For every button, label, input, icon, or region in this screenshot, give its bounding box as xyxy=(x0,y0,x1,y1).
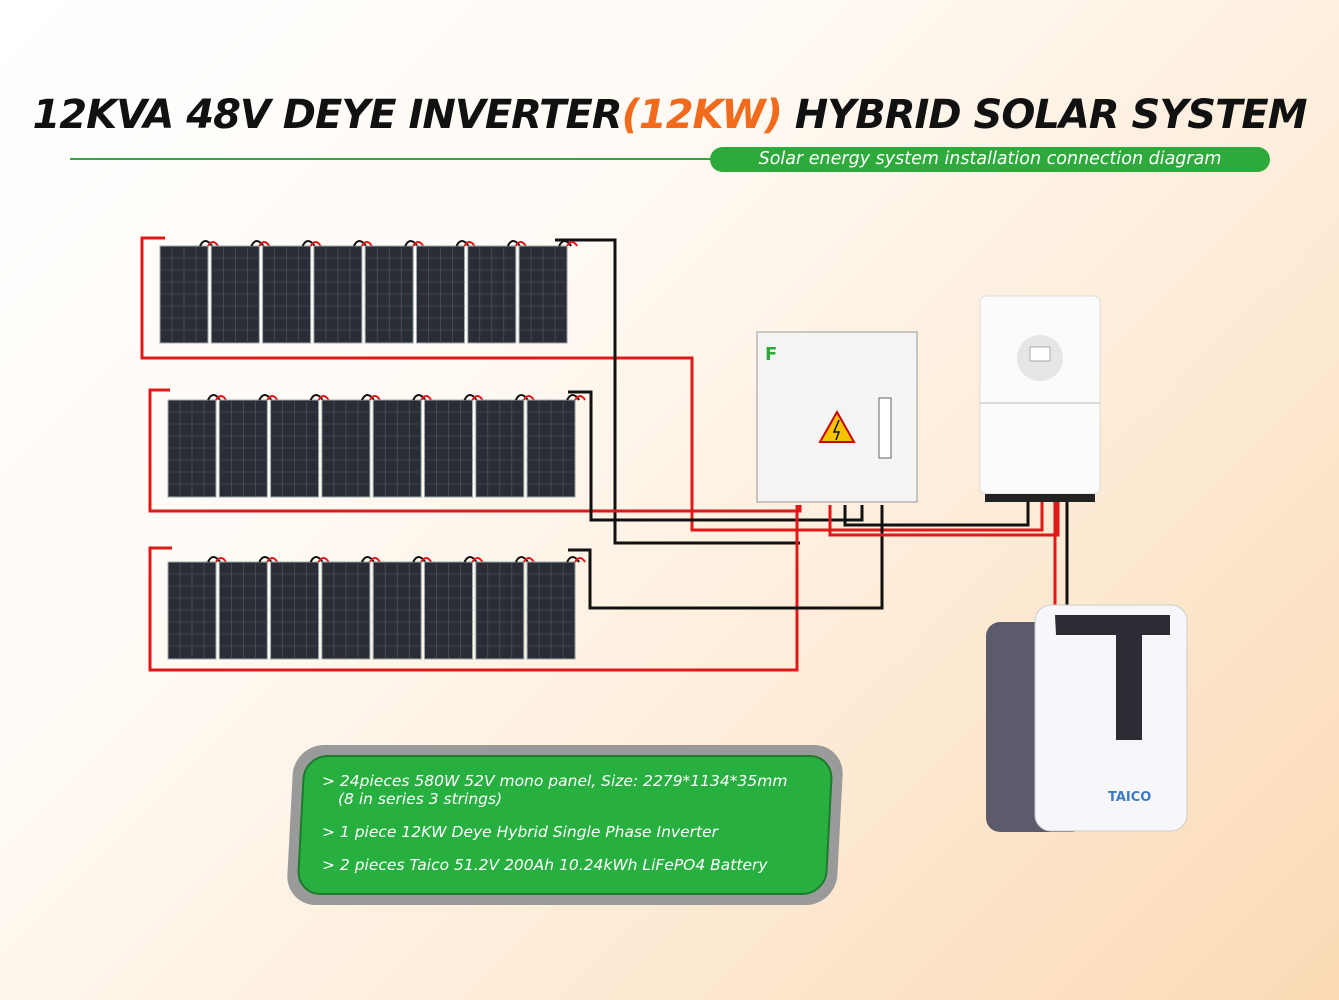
series-link xyxy=(301,240,316,247)
series-link xyxy=(412,241,425,247)
batteries: TAICO xyxy=(986,604,1188,832)
series-link xyxy=(574,557,586,563)
series-link xyxy=(369,557,381,563)
positive-wire xyxy=(140,236,1044,532)
series-link xyxy=(361,556,375,563)
series-link xyxy=(215,557,227,563)
warning-icon xyxy=(818,409,856,443)
positive-wire xyxy=(148,388,802,513)
info-text: > 24pieces 580W 52V mono panel, Size: 22… xyxy=(322,772,788,790)
positive-wire xyxy=(148,505,799,672)
series-link xyxy=(558,240,572,247)
series-link xyxy=(471,395,484,401)
negative-wire xyxy=(843,500,1030,527)
series-link xyxy=(412,394,427,401)
series-link xyxy=(250,240,265,247)
series-link xyxy=(463,556,478,563)
series-link xyxy=(574,395,586,401)
brand-logo-icon: F xyxy=(765,344,777,365)
series-link xyxy=(404,240,419,247)
title-divider xyxy=(70,158,720,160)
series-link xyxy=(266,395,279,401)
battery-brand-label: TAICO xyxy=(1108,790,1151,805)
series-link xyxy=(514,394,529,401)
series-link xyxy=(471,557,484,563)
negative-wire xyxy=(555,238,800,545)
series-link xyxy=(566,241,578,247)
switch-handle xyxy=(878,397,892,459)
series-link xyxy=(317,557,330,563)
series-link xyxy=(514,556,529,563)
series-link xyxy=(361,394,375,401)
series-link xyxy=(207,241,219,247)
series-link xyxy=(463,241,476,247)
series-link xyxy=(361,241,373,247)
series-link xyxy=(522,557,535,563)
series-link xyxy=(566,394,580,401)
inverter-body xyxy=(979,295,1101,495)
subtitle-badge: Solar energy system installation connect… xyxy=(710,147,1270,172)
series-link xyxy=(266,557,279,563)
series-link xyxy=(353,240,367,247)
inverter-screen xyxy=(1029,346,1051,362)
inverter xyxy=(979,295,1101,502)
series-link xyxy=(514,241,527,247)
combiner-box: F xyxy=(756,331,918,503)
series-link xyxy=(566,556,580,563)
info-text: (8 in series 3 strings) xyxy=(338,790,503,808)
series-link xyxy=(207,556,221,563)
positive-wire xyxy=(828,500,1060,537)
battery-2 xyxy=(1034,604,1188,832)
solar-panels xyxy=(159,240,586,660)
info-item-panels: > 24pieces 580W 52V mono panel, Size: 22… xyxy=(322,772,787,808)
info-item-inverter: > 1 piece 12KW Deye Hybrid Single Phase … xyxy=(322,823,718,841)
info-list: > 24pieces 580W 52V mono panel, Size: 22… xyxy=(322,772,787,889)
series-link xyxy=(309,394,324,401)
page-title: 12KVA 48V DEYE INVERTER(12KW) HYBRID SOL… xyxy=(0,92,1339,138)
lightning-icon xyxy=(832,419,841,441)
series-link xyxy=(309,556,324,563)
title-text-2: HYBRID SOLAR SYSTEM xyxy=(781,92,1308,138)
series-link xyxy=(215,395,227,401)
series-link xyxy=(258,556,273,563)
series-link xyxy=(199,240,213,247)
inverter-ports xyxy=(985,494,1095,502)
series-link xyxy=(309,241,322,247)
series-link xyxy=(455,240,470,247)
battery-logo-shape xyxy=(1055,615,1170,740)
series-link xyxy=(522,395,535,401)
title-highlight: (12KW) xyxy=(621,92,783,138)
title-text: 12KVA 48V DEYE INVERTER xyxy=(32,92,622,138)
series-link xyxy=(412,556,427,563)
negative-wire xyxy=(568,390,864,522)
negative-wire xyxy=(568,505,884,610)
series-link xyxy=(463,394,478,401)
series-link xyxy=(258,394,273,401)
series-link xyxy=(369,395,381,401)
series-link xyxy=(258,241,271,247)
info-item-battery: > 2 pieces Taico 51.2V 200Ah 10.24kWh Li… xyxy=(322,856,768,874)
series-link xyxy=(317,395,330,401)
series-link xyxy=(506,240,521,247)
series-link xyxy=(420,557,433,563)
series-link xyxy=(420,395,433,401)
series-link xyxy=(207,394,221,401)
